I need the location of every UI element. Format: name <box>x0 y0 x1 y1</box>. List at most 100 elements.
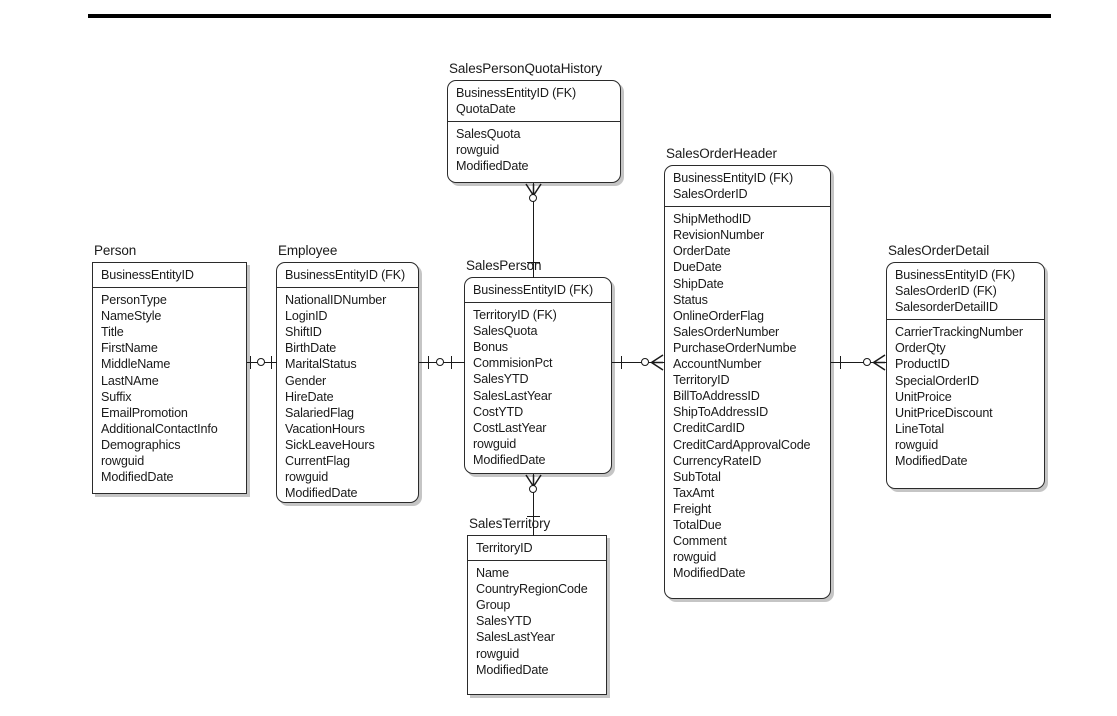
attribute-field: ShipDate <box>673 276 724 291</box>
attribute-field: UnitPriceDiscount <box>895 405 993 420</box>
primary-key-area-employee: BusinessEntityID (FK) <box>277 263 418 287</box>
attribute-field: ModifiedDate <box>456 159 529 174</box>
attribute-field: LastNAme <box>101 373 159 388</box>
primary-key-area-salesperson: BusinessEntityID (FK) <box>465 278 611 302</box>
attribute-field: rowguid <box>895 437 939 452</box>
attribute-field: ProductID <box>895 357 950 372</box>
attribute-field: SalesQuota <box>456 127 521 142</box>
key-divider <box>468 560 606 562</box>
attribute-field: BillToAddressID <box>673 389 760 404</box>
crow-foot-icon <box>525 474 542 488</box>
attribute-field: SpecialOrderID <box>895 373 979 388</box>
key-field: SalesorderDetailID <box>895 300 998 315</box>
horizontal-rule <box>88 14 1051 18</box>
key-field: QuotaDate <box>456 102 516 117</box>
key-divider <box>665 206 830 208</box>
key-field: BusinessEntityID <box>101 268 194 282</box>
crow-foot-icon <box>872 354 886 371</box>
attribute-field: Gender <box>285 373 327 388</box>
key-divider <box>887 319 1044 321</box>
entity-title-salesorderheader: SalesOrderHeader <box>666 146 777 161</box>
attribute-field: SalesYTD <box>476 614 532 629</box>
attribute-field: SalesLastYear <box>476 630 555 645</box>
key-field: BusinessEntityID (FK) <box>285 268 406 282</box>
attribute-field: ShipMethodID <box>673 212 752 227</box>
primary-key-area-salesorderheader: BusinessEntityID (FK) SalesOrderID <box>665 166 830 206</box>
attribute-field: EmailPromotion <box>101 405 188 420</box>
attribute-field: VacationHours <box>285 421 365 436</box>
entity-title-employee: Employee <box>278 243 338 258</box>
entity-title-salespersonquotahistory: SalesPersonQuotaHistory <box>449 61 603 76</box>
attribute-field: AccountNumber <box>673 357 762 372</box>
primary-key-area-salesterritory: TerritoryID <box>468 536 606 560</box>
attribute-field: CommisionPct <box>473 356 553 371</box>
entity-box-salesorderdetail: BusinessEntityID (FK)SalesOrderID (FK)Sa… <box>886 262 1045 489</box>
attribute-field: rowguid <box>456 143 500 158</box>
attribute-field: Title <box>101 325 124 340</box>
attribute-field: Group <box>476 598 511 613</box>
attribute-field: Status <box>673 292 708 307</box>
attribute-field: ModifiedDate <box>476 662 549 677</box>
entity-title-salesorderdetail: SalesOrderDetail <box>888 243 990 258</box>
entity-box-salesperson: BusinessEntityID (FK)TerritoryID (FK)Sal… <box>464 277 612 474</box>
key-field: SalesOrderID (FK) <box>895 284 997 299</box>
key-divider <box>448 121 620 123</box>
attribute-field: SalesQuota <box>473 324 538 339</box>
key-divider <box>465 302 611 304</box>
attribute-field: TerritoryID (FK) <box>473 308 557 323</box>
attribute-field: TotalDue <box>673 517 722 532</box>
entity-box-salesorderheader: BusinessEntityID (FK) SalesOrderID ShipMet… <box>664 165 831 599</box>
attribute-field: ModifiedDate <box>285 486 358 501</box>
attribute-field: ModifiedDate <box>473 452 546 467</box>
attribute-field: rowguid <box>673 550 717 565</box>
attribute-field: CarrierTrackingNumber <box>895 325 1023 340</box>
attribute-field: SalesLastYear <box>473 388 552 403</box>
attribute-field: CostYTD <box>473 404 524 419</box>
attribute-field: NationalIDNumber <box>285 293 387 308</box>
key-divider <box>93 287 246 289</box>
entity-title-person: Person <box>94 243 137 258</box>
attribute-field: OnlineOrderFlag <box>673 308 764 323</box>
attribute-field: UnitProice <box>895 389 952 404</box>
attribute-field: AdditionalContactInfo <box>101 421 218 436</box>
attribute-field: CountryRegionCode <box>476 582 588 597</box>
attribute-field: ShiftID <box>285 325 322 340</box>
attribute-field: TaxAmt <box>673 485 715 500</box>
attribute-field: RevisionNumber <box>673 228 764 243</box>
key-field: TerritoryID <box>476 541 533 555</box>
key-field: SalesOrderID <box>673 187 748 202</box>
primary-key-area-person: BusinessEntityID <box>93 263 246 287</box>
attribute-field: Demographics <box>101 437 181 452</box>
attribute-field: HireDate <box>285 389 334 404</box>
attribute-field: SubTotal <box>673 469 721 484</box>
attribute-field: SickLeaveHours <box>285 437 375 452</box>
attribute-field: SalesYTD <box>473 372 529 387</box>
attribute-field: rowguid <box>101 454 145 469</box>
key-field: BusinessEntityID (FK) <box>673 171 794 185</box>
attribute-field: Suffix <box>101 389 132 404</box>
attribute-field: Comment <box>673 534 727 549</box>
attribute-field: ModifiedDate <box>895 454 968 469</box>
attribute-field: Bonus <box>473 340 508 355</box>
attribute-field: ModifiedDate <box>101 470 174 485</box>
attribute-field: CreditCardID <box>673 421 745 436</box>
attribute-field: OrderDate <box>673 244 731 259</box>
attribute-field: SalariedFlag <box>285 405 354 420</box>
